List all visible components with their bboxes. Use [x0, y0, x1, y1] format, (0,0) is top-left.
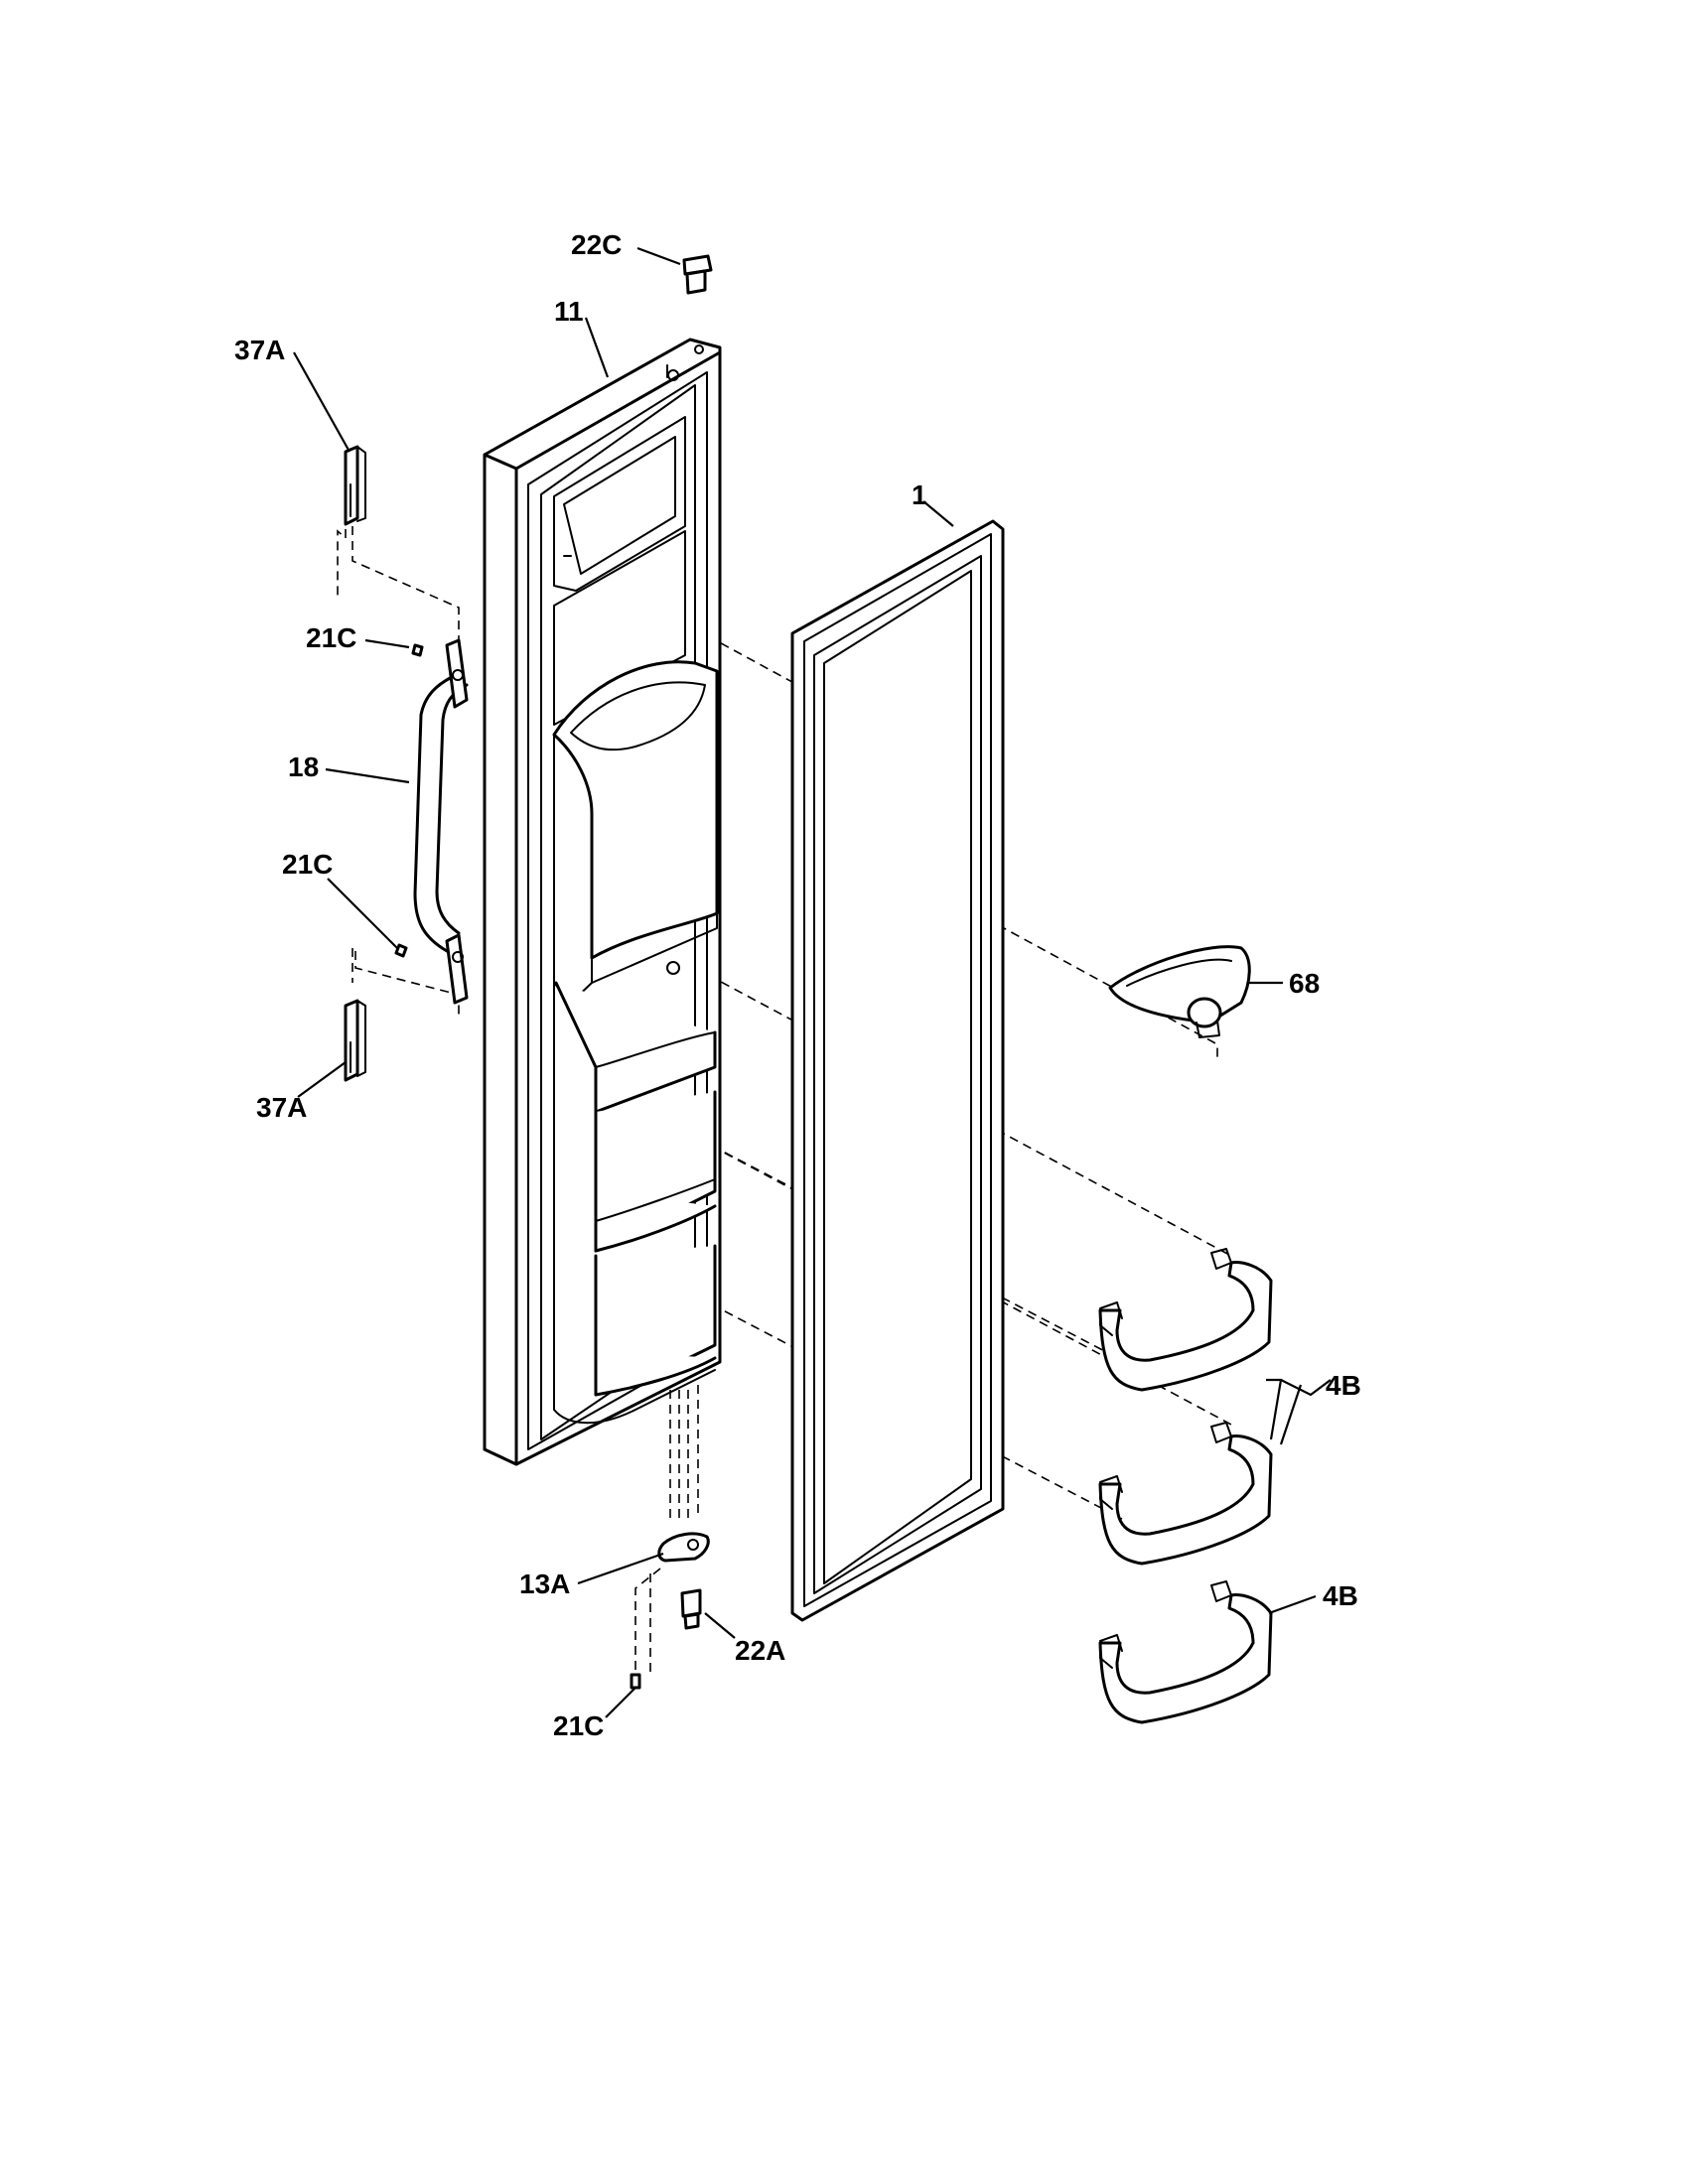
door-shelves [553, 981, 717, 1425]
callout-1: 1 [912, 479, 927, 510]
top-hinge-pin [682, 254, 713, 295]
callout-68: 68 [1289, 968, 1320, 999]
callout-13a: 13A [519, 1569, 570, 1599]
door-bin-top [1098, 1248, 1273, 1392]
callout-11: 11 [554, 296, 584, 327]
callout-4b-mid: 4B [1326, 1370, 1361, 1401]
callout-4b-bottom: 4B [1323, 1580, 1358, 1611]
door-bin-bottom [1098, 1580, 1273, 1724]
callout-21c-upper: 21C [306, 622, 356, 653]
bottom-hinge-bracket [657, 1532, 710, 1563]
dispenser-funnel [1108, 945, 1251, 1038]
callout-21c-mid: 21C [282, 849, 333, 880]
callout-labels: 22C 11 37A 1 21C 18 21C 68 37A 4B 13A 4B… [234, 229, 1361, 1741]
hinge-cover-top [344, 445, 366, 526]
callout-22c-top: 22C [571, 229, 622, 260]
callout-21c-bottom: 21C [553, 1710, 604, 1741]
callout-37a-bottom: 37A [256, 1092, 307, 1123]
door-handle [413, 638, 469, 1005]
callout-37a-top: 37A [234, 335, 285, 365]
callout-18: 18 [288, 751, 319, 782]
bottom-hinge-pin [680, 1588, 702, 1630]
screw-bottom [630, 1673, 641, 1690]
screw-mid [394, 943, 408, 958]
screw-upper [411, 643, 424, 657]
dispenser-housing [552, 660, 719, 1004]
door-gasket-frame [790, 519, 1005, 1622]
hinge-cover-bottom [344, 999, 366, 1082]
door-bin-middle [1098, 1422, 1273, 1566]
callout-22a: 22A [735, 1635, 785, 1666]
leader-lines [293, 246, 1332, 1718]
assembly-dashed-lines [337, 526, 1232, 1678]
